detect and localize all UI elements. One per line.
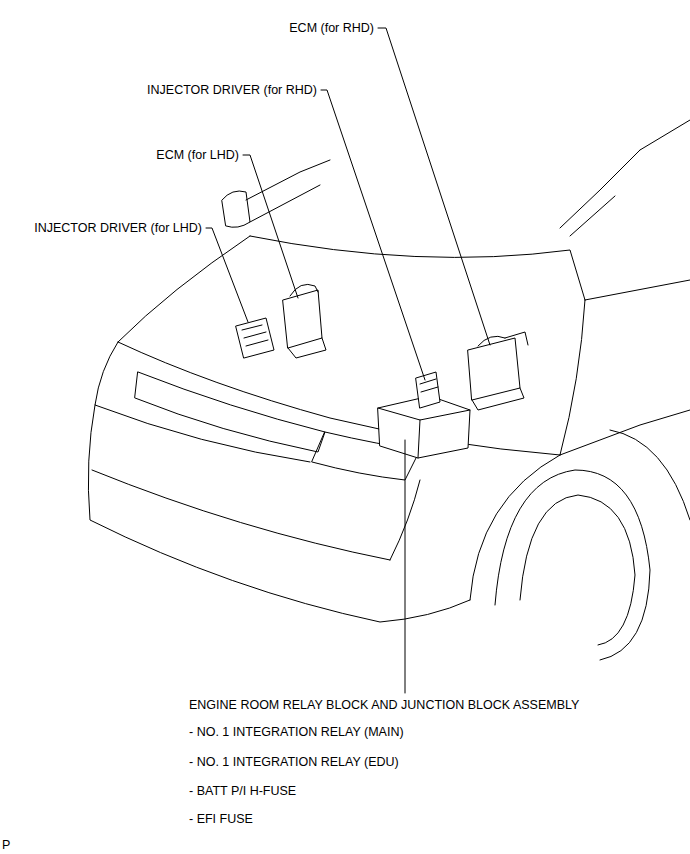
part-label: INJECTOR DRIVER (for RHD) bbox=[147, 83, 317, 98]
part-label: - NO. 1 INTEGRATION RELAY (MAIN) bbox=[189, 725, 404, 740]
part-label: ENGINE ROOM RELAY BLOCK AND JUNCTION BLO… bbox=[189, 698, 579, 713]
page-mark: P bbox=[2, 838, 10, 853]
part-label: - EFI FUSE bbox=[189, 812, 253, 827]
part-label: - BATT P/I H-FUSE bbox=[189, 784, 296, 799]
part-label: INJECTOR DRIVER (for LHD) bbox=[34, 221, 202, 236]
part-label: ECM (for LHD) bbox=[156, 148, 239, 163]
part-label: - NO. 1 INTEGRATION RELAY (EDU) bbox=[189, 755, 399, 770]
part-label: ECM (for RHD) bbox=[289, 21, 374, 36]
